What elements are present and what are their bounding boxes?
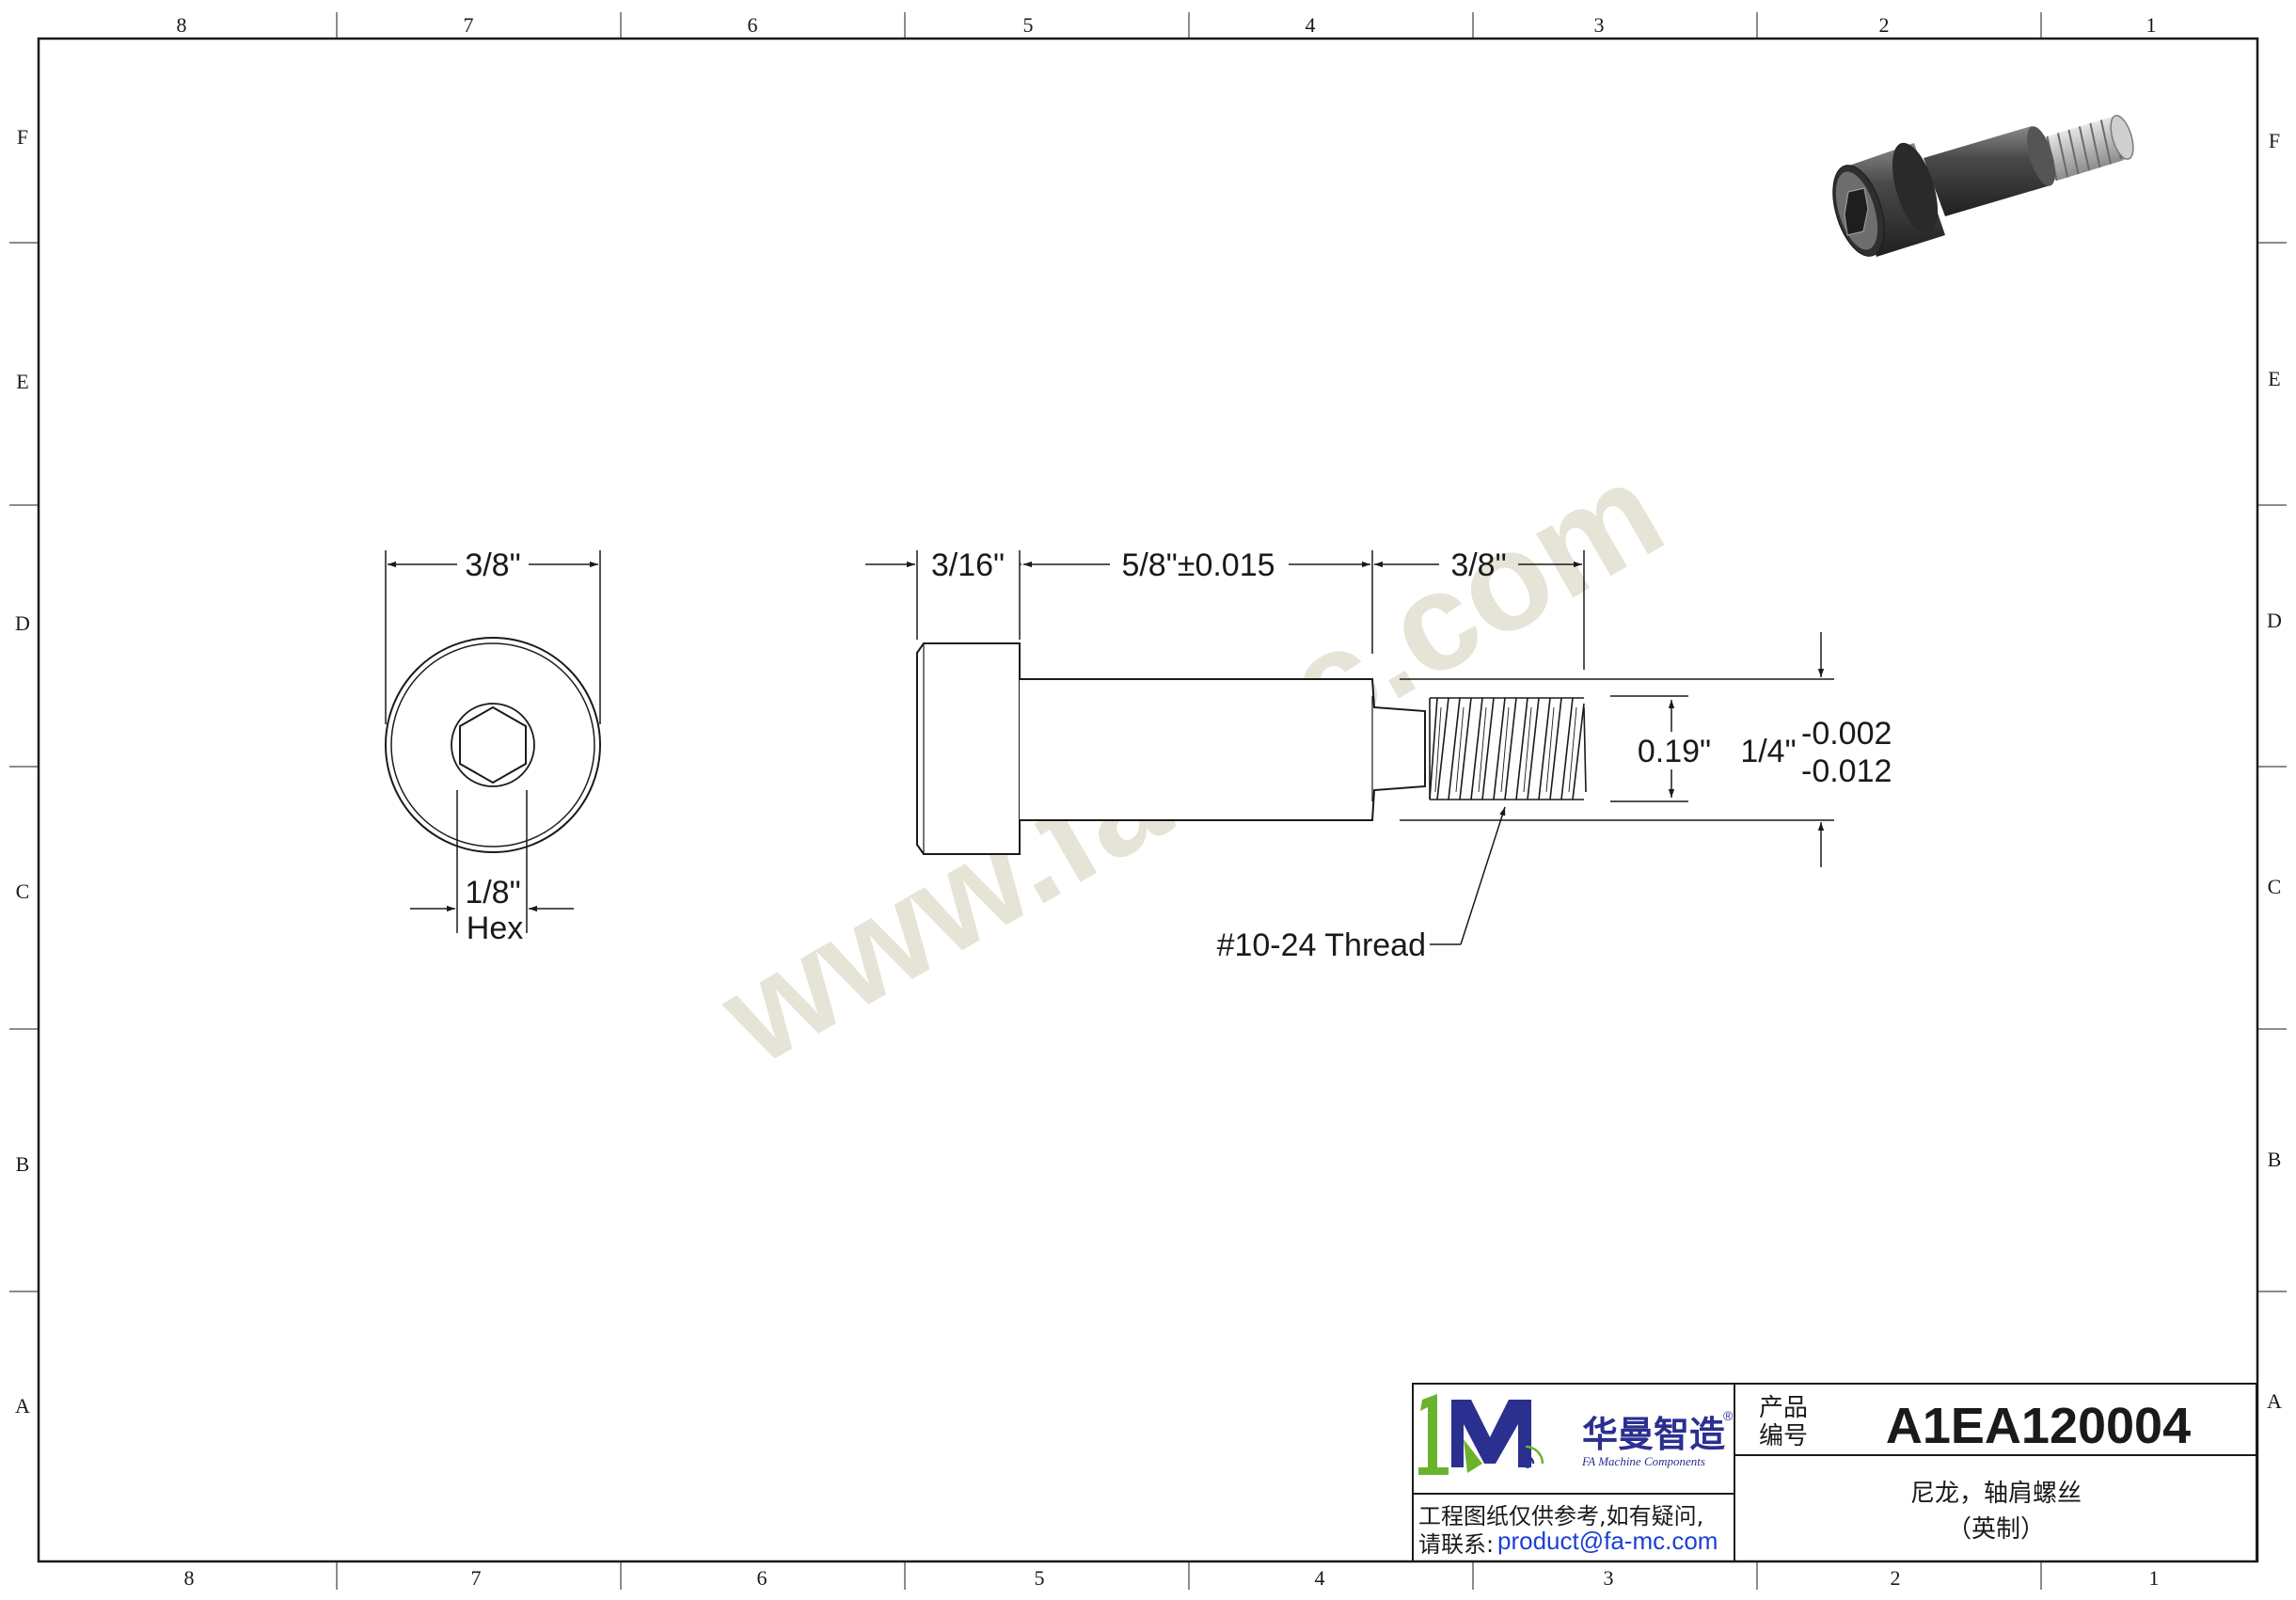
- col-label-2-bottom: 2: [1891, 1566, 1901, 1590]
- bolt-shoulder: [1020, 678, 1426, 821]
- contact-email-link[interactable]: product@fa-mc.com: [1497, 1527, 1718, 1555]
- bolt-3d-preview: [1832, 115, 2134, 257]
- col-label-6-top: 6: [748, 13, 758, 37]
- product-description: 尼龙，轴肩螺丝: [1910, 1480, 2082, 1508]
- end-view: 3/8" 1/8" Hex: [385, 547, 601, 946]
- col-label-5-top: 5: [1023, 13, 1034, 37]
- shoulder-diameter-label: 1/4": [1740, 734, 1796, 769]
- bolt-head: [916, 642, 1021, 855]
- side-view: 3/16" 5/8"±0.015 3/8" 0.19" 1/4" -0.002 …: [865, 547, 1892, 963]
- logo-english-name: FA Machine Components: [1581, 1454, 1705, 1468]
- neck-diameter-label: 0.19": [1638, 734, 1711, 769]
- sheet-frame: [9, 12, 2287, 1590]
- registered-mark: ®: [1723, 1408, 1734, 1423]
- col-label-4-top: 4: [1306, 13, 1316, 37]
- product-code-label-2: 编号: [1759, 1422, 1808, 1450]
- col-label-8-top: 8: [177, 13, 187, 37]
- row-label-e-right: E: [2268, 367, 2280, 390]
- col-label-7-top: 7: [464, 13, 474, 37]
- col-label-1-top: 1: [2146, 13, 2157, 37]
- logo-chinese-name: 华曼智造: [1582, 1414, 1725, 1455]
- tolerance-upper-label: -0.002: [1801, 716, 1892, 752]
- row-label-e-left: E: [16, 370, 28, 393]
- row-label-d-left: D: [15, 611, 30, 635]
- hex-size-label: 1/8": [465, 875, 520, 911]
- row-label-f-left: F: [17, 125, 28, 149]
- col-label-7-bottom: 7: [471, 1566, 482, 1590]
- col-label-5-bottom: 5: [1035, 1566, 1045, 1590]
- hex-dimension: [410, 790, 574, 933]
- product-code-label-1: 产品: [1759, 1394, 1808, 1422]
- hex-socket-circle: [451, 703, 535, 787]
- thread-length-label: 3/8": [1450, 547, 1506, 583]
- row-label-b-right: B: [2268, 1148, 2282, 1171]
- head-length-label: 3/16": [931, 547, 1005, 583]
- product-code: A1EA120004: [1886, 1398, 2191, 1454]
- contact-label: 请联系:: [1418, 1531, 1494, 1558]
- diameter-dimensions: [1400, 632, 1834, 867]
- bolt-thread: [1426, 697, 1587, 800]
- company-logo: [1418, 1394, 1544, 1475]
- col-label-1-bottom: 1: [2149, 1566, 2160, 1590]
- row-label-a-left: A: [15, 1394, 30, 1418]
- product-description-sub: （英制）: [1947, 1515, 2045, 1544]
- title-block: [1412, 1383, 2257, 1562]
- head-circle-outline: [385, 637, 601, 853]
- row-label-f-right: F: [2269, 129, 2280, 152]
- thread-leader: [1430, 806, 1506, 945]
- row-label-a-right: A: [2267, 1389, 2282, 1413]
- row-label-b-left: B: [16, 1152, 30, 1176]
- col-label-2-top: 2: [1879, 13, 1890, 37]
- shoulder-length-label: 5/8"±0.015: [1121, 547, 1275, 583]
- col-label-4-bottom: 4: [1315, 1566, 1325, 1590]
- col-label-6-bottom: 6: [757, 1566, 768, 1590]
- diameter-label: 3/8": [465, 547, 520, 583]
- col-label-3-top: 3: [1594, 13, 1605, 37]
- tolerance-lower-label: -0.012: [1801, 753, 1892, 789]
- length-dimensions: [865, 550, 1585, 670]
- hex-label: Hex: [467, 911, 523, 946]
- col-label-3-bottom: 3: [1604, 1566, 1614, 1590]
- disclaimer-text: 工程图纸仅供参考,如有疑问,: [1418, 1503, 1703, 1529]
- diameter-dimension: [385, 550, 601, 724]
- hex-socket-shape: [459, 705, 527, 784]
- col-label-8-bottom: 8: [184, 1566, 195, 1590]
- row-label-d-right: D: [2267, 609, 2282, 632]
- row-label-c-left: C: [16, 879, 30, 903]
- row-label-c-right: C: [2268, 875, 2282, 898]
- thread-callout-label: #10-24 Thread: [1217, 927, 1426, 963]
